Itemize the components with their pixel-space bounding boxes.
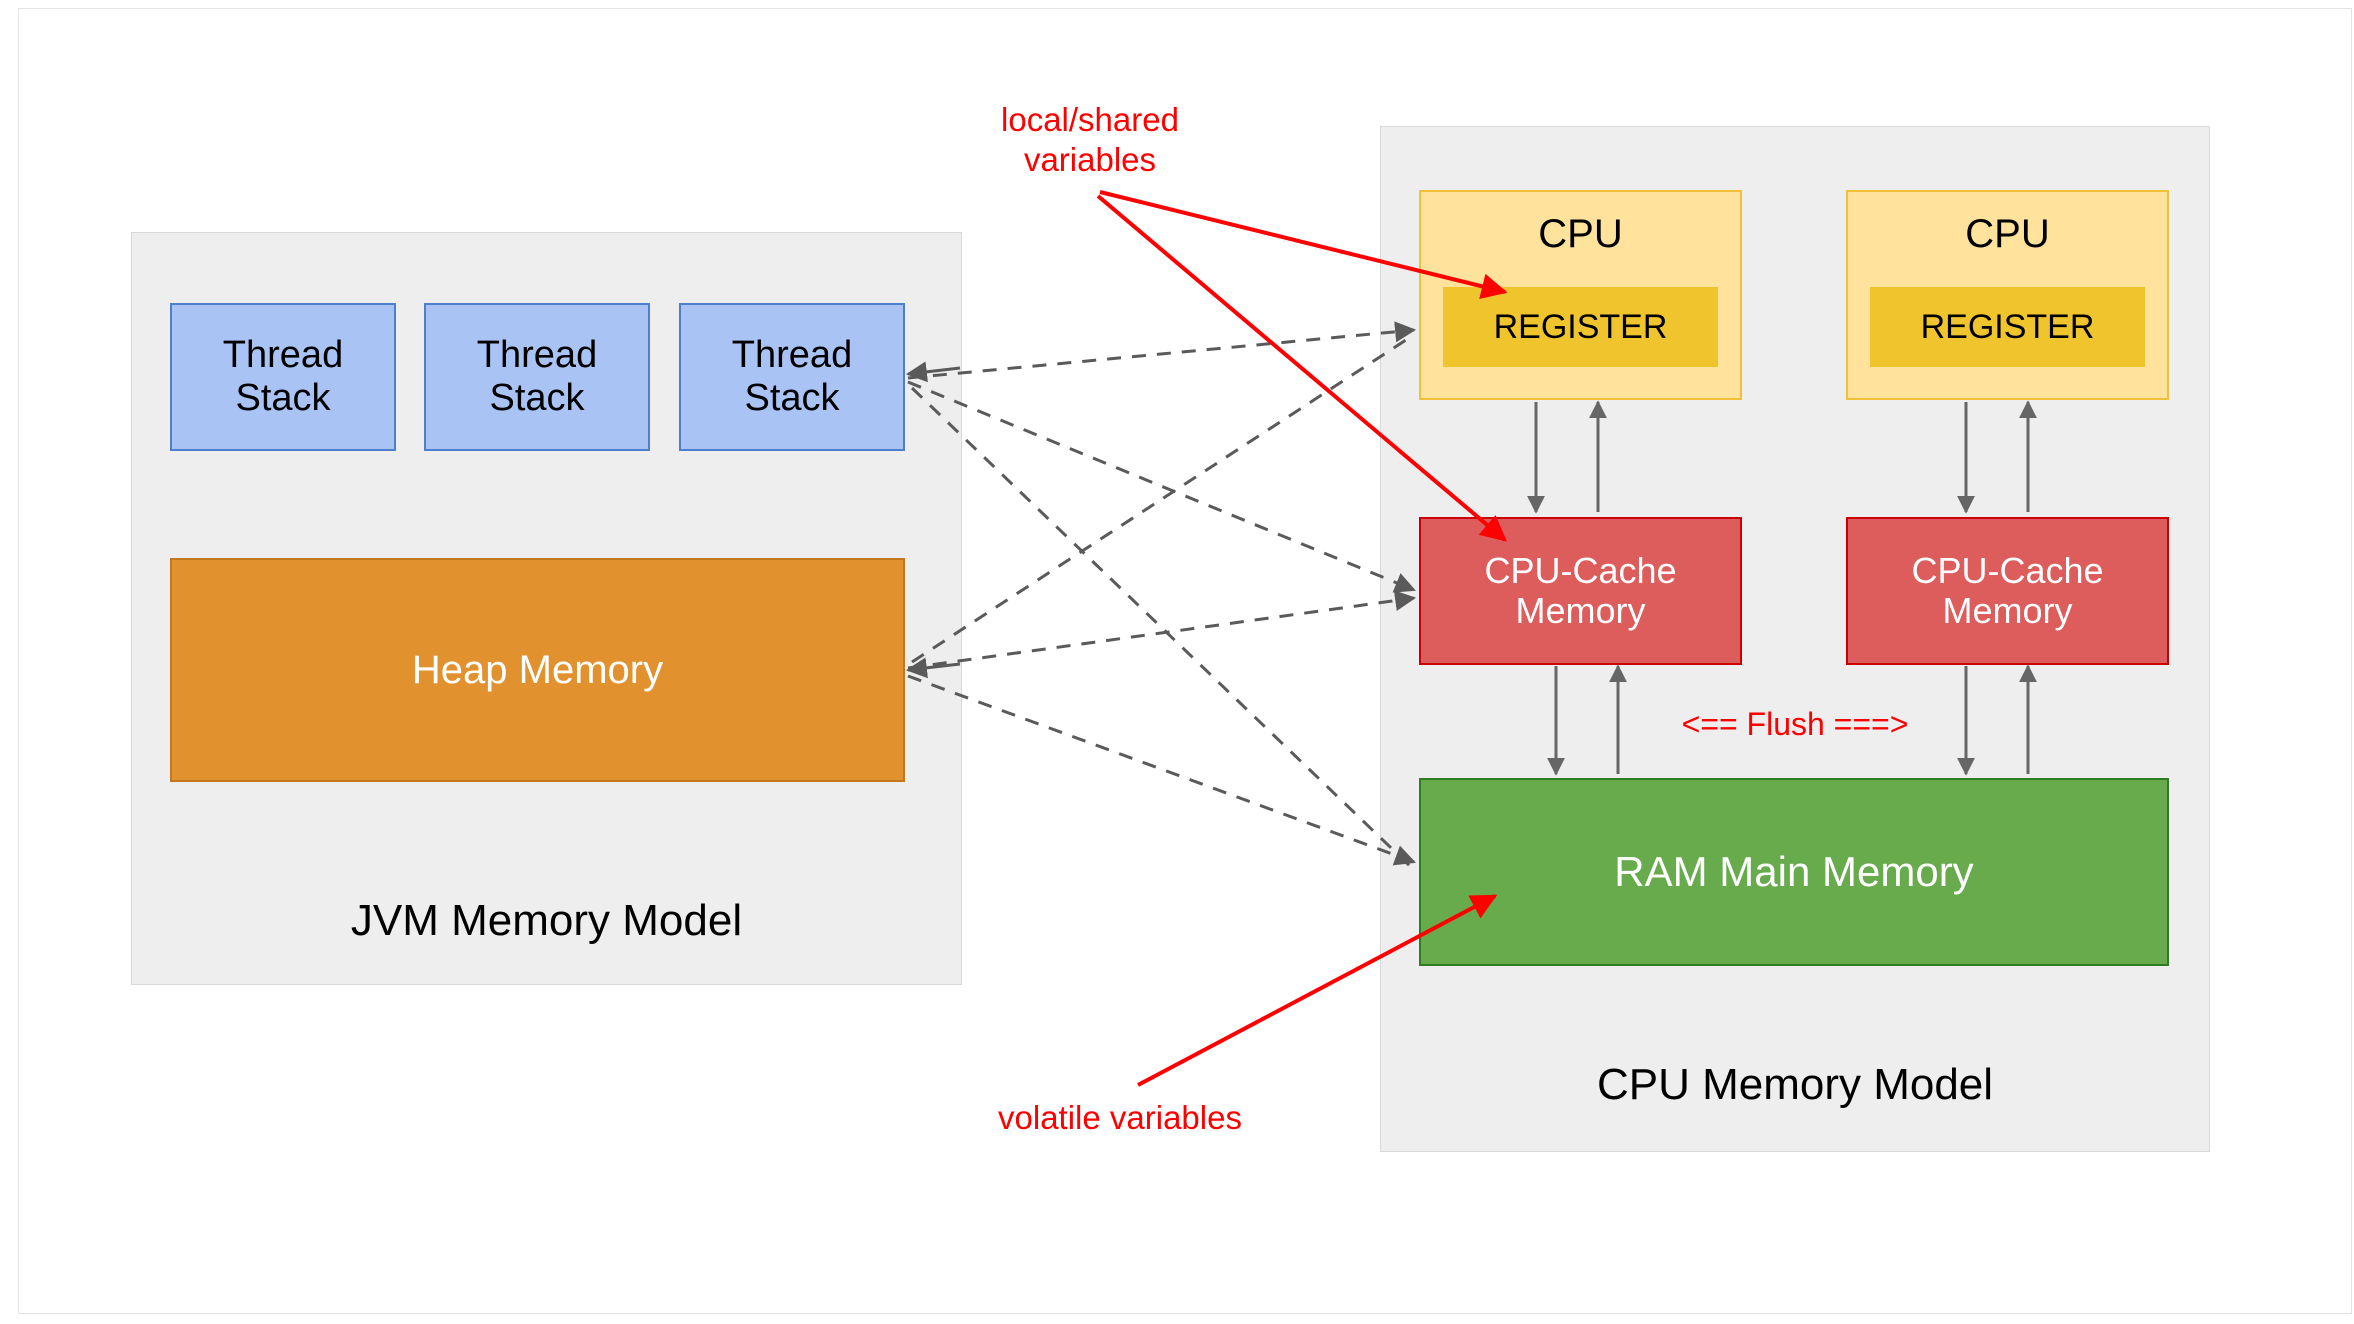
thread-stack-box-3[interactable]: Thread Stack <box>679 303 905 451</box>
ram-main-memory-box[interactable]: RAM Main Memory <box>1419 778 2169 966</box>
thread-stack-box-1[interactable]: Thread Stack <box>170 303 396 451</box>
jvm-memory-model-caption: JVM Memory Model <box>350 896 743 945</box>
flush-label: <== Flush ===> <box>1681 706 1909 742</box>
thread-stack-box-2[interactable]: Thread Stack <box>424 303 650 451</box>
cpu-title-2: CPU <box>1965 212 2050 256</box>
cpu-memory-model-caption: CPU Memory Model <box>1596 1060 1994 1109</box>
cpu-box-2[interactable]: CPU REGISTER <box>1846 190 2169 400</box>
register-box-1[interactable]: REGISTER <box>1443 287 1718 367</box>
cpu-cache-memory-box-2[interactable]: CPU-Cache Memory <box>1846 517 2169 665</box>
cpu-cache-memory-box-1[interactable]: CPU-Cache Memory <box>1419 517 1742 665</box>
heap-memory-box[interactable]: Heap Memory <box>170 558 905 782</box>
volatile-variables-label: volatile variables <box>998 1099 1242 1136</box>
local-shared-variables-label: local/shared variables <box>1001 101 1179 179</box>
cpu-title-1: CPU <box>1538 212 1623 256</box>
register-box-2[interactable]: REGISTER <box>1870 287 2145 367</box>
cpu-box-1[interactable]: CPU REGISTER <box>1419 190 1742 400</box>
